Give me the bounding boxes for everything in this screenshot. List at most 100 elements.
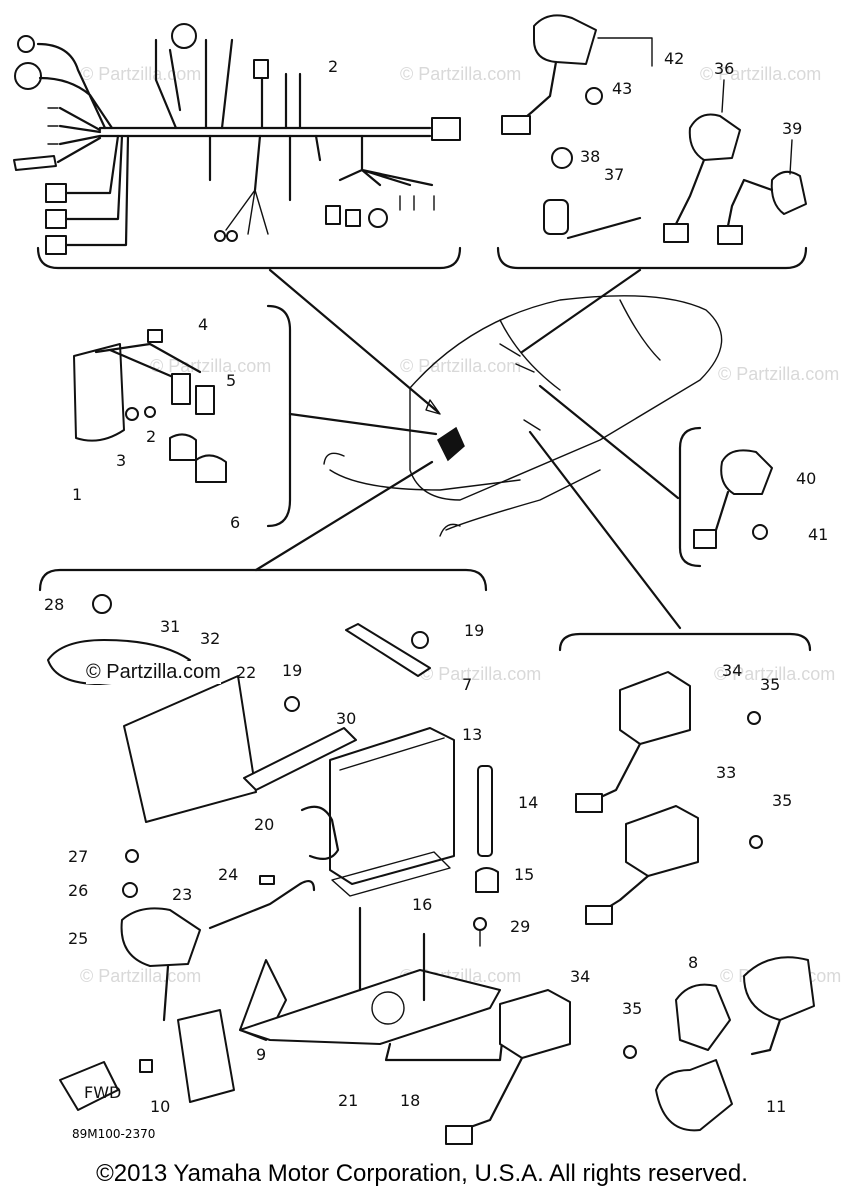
leader-line bbox=[721, 79, 725, 113]
callout-2: 2 bbox=[328, 57, 338, 76]
leader-line bbox=[520, 268, 642, 354]
leader-line bbox=[597, 37, 653, 67]
battery-edge bbox=[339, 737, 445, 771]
callout-24: 24 bbox=[218, 865, 238, 884]
fuse-holder-23 bbox=[208, 880, 316, 930]
callout-35: 35 bbox=[760, 675, 780, 694]
switch-panel: 42 43 38 37 36 39 bbox=[496, 14, 808, 270]
snowmobile-body bbox=[409, 295, 723, 501]
round-connector-icon bbox=[14, 62, 42, 90]
callout-36: 36 bbox=[714, 59, 734, 78]
drawing-code: 89M100-2370 bbox=[72, 1127, 156, 1141]
callout-21: 21 bbox=[338, 1091, 358, 1110]
watermark: © Partzilla.com bbox=[80, 64, 201, 84]
callout-19: 19 bbox=[464, 621, 484, 640]
battery-cable-20 bbox=[300, 805, 340, 861]
callout-4: 4 bbox=[198, 315, 208, 334]
callout-34: 34 bbox=[722, 661, 742, 680]
unit-wire bbox=[750, 1018, 782, 1056]
main-switch-36-icon bbox=[688, 113, 741, 161]
nut-27-icon bbox=[125, 849, 139, 863]
plug-cap-5-icon bbox=[195, 385, 215, 415]
terminal-icon bbox=[214, 230, 226, 242]
copyright-notice: ©2013 Yamaha Motor Corporation, U.S.A. A… bbox=[96, 1160, 748, 1187]
mount-point bbox=[499, 343, 541, 431]
relay-panel: 34 35 33 35 34 35 8 11 bbox=[445, 632, 815, 1145]
ignition-coil-panel: 4 5 3 2 1 6 bbox=[72, 304, 292, 532]
panel-bracket bbox=[266, 304, 292, 528]
relay-coupler-icon bbox=[575, 793, 603, 813]
fuse-24-icon bbox=[259, 875, 275, 885]
leader-line bbox=[288, 412, 438, 436]
callout-3: 3 bbox=[116, 451, 126, 470]
callout-15: 15 bbox=[514, 865, 534, 884]
part-wire bbox=[714, 490, 730, 532]
harness-clip-icon bbox=[13, 155, 57, 171]
cover-11-icon bbox=[655, 1059, 733, 1132]
switch-wire bbox=[726, 178, 774, 228]
bolt-29-icon bbox=[473, 917, 487, 931]
callout-19: 19 bbox=[282, 661, 302, 680]
bolt-35-icon bbox=[749, 835, 763, 849]
callout-1: 1 bbox=[72, 485, 82, 504]
switch-coupler-icon bbox=[663, 223, 689, 243]
panel-leaders bbox=[254, 268, 682, 630]
harness-coupler-icon bbox=[431, 117, 461, 141]
callout-35: 35 bbox=[772, 791, 792, 810]
round-connector-icon bbox=[171, 23, 197, 49]
callout-6: 6 bbox=[230, 513, 240, 532]
harness-wire bbox=[56, 106, 102, 164]
callout-22: 22 bbox=[236, 663, 256, 682]
callout-38: 38 bbox=[580, 147, 600, 166]
leader-line bbox=[528, 430, 682, 630]
panel-bracket bbox=[678, 426, 702, 568]
small-connector-icon bbox=[325, 205, 341, 225]
block-connector-icon bbox=[45, 209, 67, 229]
callout-37: 37 bbox=[604, 165, 624, 184]
snowmobile-ski bbox=[329, 469, 601, 531]
part-40-icon bbox=[720, 449, 773, 495]
wire-terminal-icon bbox=[47, 107, 59, 145]
watermark: © Partzilla.com bbox=[714, 664, 835, 684]
panel-bracket bbox=[558, 632, 812, 652]
callout-31: 31 bbox=[160, 617, 180, 636]
relay-wire bbox=[602, 874, 650, 912]
watermark: © Partzilla.com bbox=[150, 356, 271, 376]
callout-35: 35 bbox=[622, 999, 642, 1018]
battery-panel: 28 31 32 22 19 30 19 7 13 20 14 15 16 29… bbox=[38, 568, 538, 1116]
nut-19-icon bbox=[411, 631, 429, 649]
socket-wire bbox=[566, 216, 642, 240]
base-hole bbox=[371, 991, 405, 1025]
harness-wire bbox=[225, 189, 269, 235]
grommet-6-icon bbox=[195, 454, 227, 483]
small-connector-icon bbox=[345, 209, 361, 227]
switch-wire bbox=[674, 158, 706, 226]
block-connector-icon bbox=[45, 183, 67, 203]
relay-33-icon bbox=[625, 805, 699, 877]
harness-wire bbox=[64, 134, 130, 247]
relay-wire bbox=[162, 964, 170, 1022]
strap-30-icon bbox=[243, 727, 357, 791]
bolt-2-icon bbox=[144, 406, 156, 418]
watermark: © Partzilla.com bbox=[700, 64, 821, 84]
watermark: © Partzilla.com bbox=[400, 356, 521, 376]
bolt-35-icon bbox=[623, 1045, 637, 1059]
watermark: © Partzilla.com bbox=[80, 966, 201, 986]
round-connector-icon bbox=[368, 208, 388, 228]
bolt-35-icon bbox=[747, 711, 761, 725]
callout-14: 14 bbox=[518, 793, 538, 812]
watermark-stamp: © Partzilla.com bbox=[86, 661, 221, 684]
wire-terminal-icon bbox=[399, 195, 435, 211]
callout-13: 13 bbox=[462, 725, 482, 744]
harness-main-trunk bbox=[98, 126, 432, 138]
callout-2: 2 bbox=[146, 427, 156, 446]
callout-8: 8 bbox=[688, 953, 698, 972]
switch-42-icon bbox=[533, 14, 597, 65]
rectifier-9-icon bbox=[177, 1009, 235, 1103]
wire-harness-panel: 2 bbox=[13, 23, 462, 270]
callout-26: 26 bbox=[68, 881, 88, 900]
switch-39-icon bbox=[770, 170, 807, 215]
socket-37-icon bbox=[543, 199, 569, 235]
watermark: © Partzilla.com bbox=[400, 64, 521, 84]
